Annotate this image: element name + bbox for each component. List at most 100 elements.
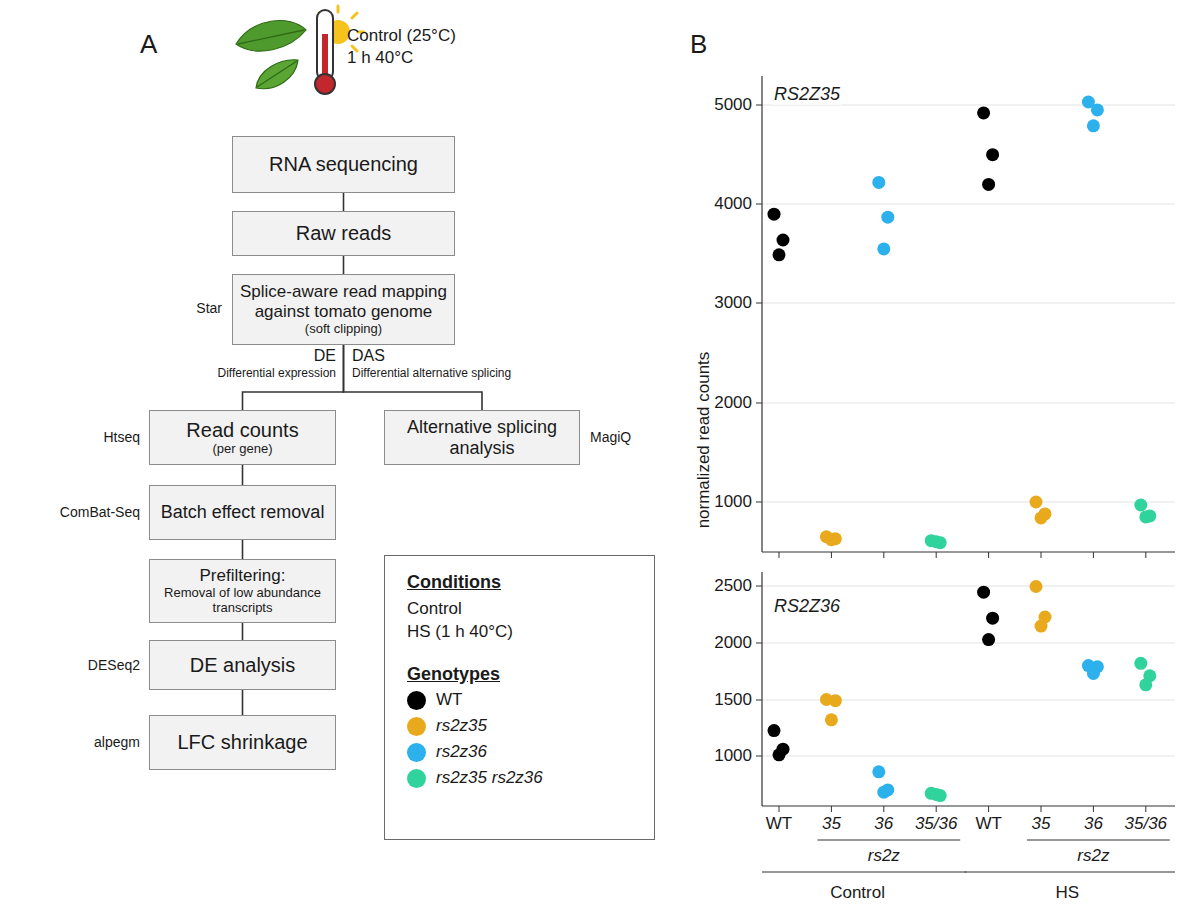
data-dot — [777, 233, 790, 246]
process-box: Alternative splicing analysis — [384, 410, 580, 465]
legend-entry: rs2z35 — [407, 716, 487, 736]
group-bracket — [762, 871, 966, 872]
group-bracket — [965, 871, 1175, 872]
step-label: RNA sequencing — [269, 153, 418, 176]
tick-label: 1000 — [714, 746, 752, 766]
data-dot — [872, 765, 885, 778]
process-box: Raw reads — [232, 211, 455, 256]
tick-label: 4000 — [714, 194, 752, 214]
category-label: 36 — [874, 814, 893, 834]
tick-label: 1000 — [714, 492, 752, 512]
connector — [343, 256, 345, 274]
legend-box: ConditionsControl HS (1 h 40°C) GenotypesW… — [384, 555, 655, 840]
category-label: WT — [975, 814, 1001, 834]
legend-heading: HS (1 h 40°C) — [407, 622, 513, 642]
plot-panel — [756, 572, 1175, 812]
gene-title: RS2Z35 — [772, 84, 842, 105]
panel-letter: B — [690, 30, 707, 60]
process-box: Batch effect removal — [149, 485, 336, 540]
condition-note: 1 h 40°C — [347, 48, 413, 68]
process-box: Prefiltering:Removal of low abundance tr… — [149, 559, 336, 623]
legend-label: rs2z36 — [436, 742, 487, 762]
tool-name: Star — [196, 300, 222, 316]
data-dot — [930, 535, 943, 548]
leaf-icon — [236, 21, 306, 89]
data-dot — [982, 633, 995, 646]
dot-plot — [756, 76, 1175, 872]
legend-entry: WT — [407, 690, 462, 710]
legend-swatch — [407, 769, 426, 788]
data-dot — [829, 694, 842, 707]
data-dot — [977, 106, 990, 119]
panel-letter: A — [140, 30, 157, 60]
category-label: 35 — [822, 814, 841, 834]
legend-entry: rs2z36 — [407, 742, 487, 762]
process-box: Splice-aware read mapping against tomato… — [232, 274, 455, 345]
connector — [242, 690, 244, 715]
process-box: LFC shrinkage — [149, 715, 336, 770]
data-dot — [930, 788, 943, 801]
legend-heading: Control — [407, 599, 462, 619]
legend-label: WT — [436, 690, 462, 710]
step-label: Splice-aware read mapping against tomato… — [239, 282, 448, 321]
legend-swatch — [407, 743, 426, 762]
category-label: 35 — [1032, 814, 1051, 834]
legend-label: rs2z35 — [436, 716, 487, 736]
gene-title: RS2Z36 — [772, 596, 842, 617]
data-dot — [881, 211, 894, 224]
legend-entry: rs2z35 rs2z36 — [407, 768, 543, 788]
category-label: 35/36 — [1125, 814, 1168, 834]
legend-swatch — [407, 691, 426, 710]
process-box: DE analysis — [149, 640, 336, 690]
legend-heading: Genotypes — [407, 664, 500, 685]
category-label: 36 — [1084, 814, 1103, 834]
step-label: Prefiltering: — [200, 566, 286, 586]
branch-note: Differential expression — [217, 367, 336, 381]
data-dot — [825, 713, 838, 726]
data-dot — [1087, 119, 1100, 132]
data-dot — [1030, 496, 1043, 509]
data-dot — [1030, 580, 1043, 593]
tool-name: DESeq2 — [88, 657, 140, 673]
tick-label: 1500 — [714, 690, 752, 710]
group-label: rs2z — [868, 846, 900, 866]
tick-label: 2500 — [714, 576, 752, 596]
connector — [242, 465, 244, 485]
data-dot — [1035, 511, 1048, 524]
step-note: (per gene) — [213, 442, 273, 457]
tick-label: 2000 — [714, 633, 752, 653]
data-dot — [986, 148, 999, 161]
data-dot — [877, 242, 890, 255]
data-dot — [877, 786, 890, 799]
step-note: Removal of low abundance transcripts — [156, 586, 329, 616]
category-label: WT — [766, 814, 792, 834]
step-label: Read counts — [186, 419, 298, 442]
connector — [343, 193, 345, 211]
step-label: Raw reads — [296, 222, 392, 245]
data-dot — [1134, 657, 1147, 670]
process-box: RNA sequencing — [232, 136, 455, 193]
data-dot — [768, 724, 781, 737]
data-dot — [1139, 678, 1152, 691]
plot-panel — [756, 76, 1175, 558]
group-bracket — [817, 839, 960, 840]
data-dot — [768, 208, 781, 221]
data-dot — [1091, 103, 1104, 116]
step-label: Batch effect removal — [161, 502, 325, 523]
category-label: 35/36 — [915, 814, 958, 834]
tick-label: 3000 — [714, 293, 752, 313]
group-label: Control — [830, 883, 885, 903]
data-dot — [773, 748, 786, 761]
legend-swatch — [407, 717, 426, 736]
tool-name: alpegm — [94, 734, 140, 750]
tick-label: 5000 — [714, 95, 752, 115]
process-box: Read counts(per gene) — [149, 410, 336, 465]
data-dot — [982, 178, 995, 191]
condition-note: Control (25°C) — [347, 26, 456, 46]
legend-heading: Conditions — [407, 572, 501, 593]
tick-label: 2000 — [714, 393, 752, 413]
group-label: HS — [1055, 883, 1079, 903]
step-label: DE analysis — [190, 654, 296, 677]
step-note: (soft clipping) — [305, 322, 382, 337]
